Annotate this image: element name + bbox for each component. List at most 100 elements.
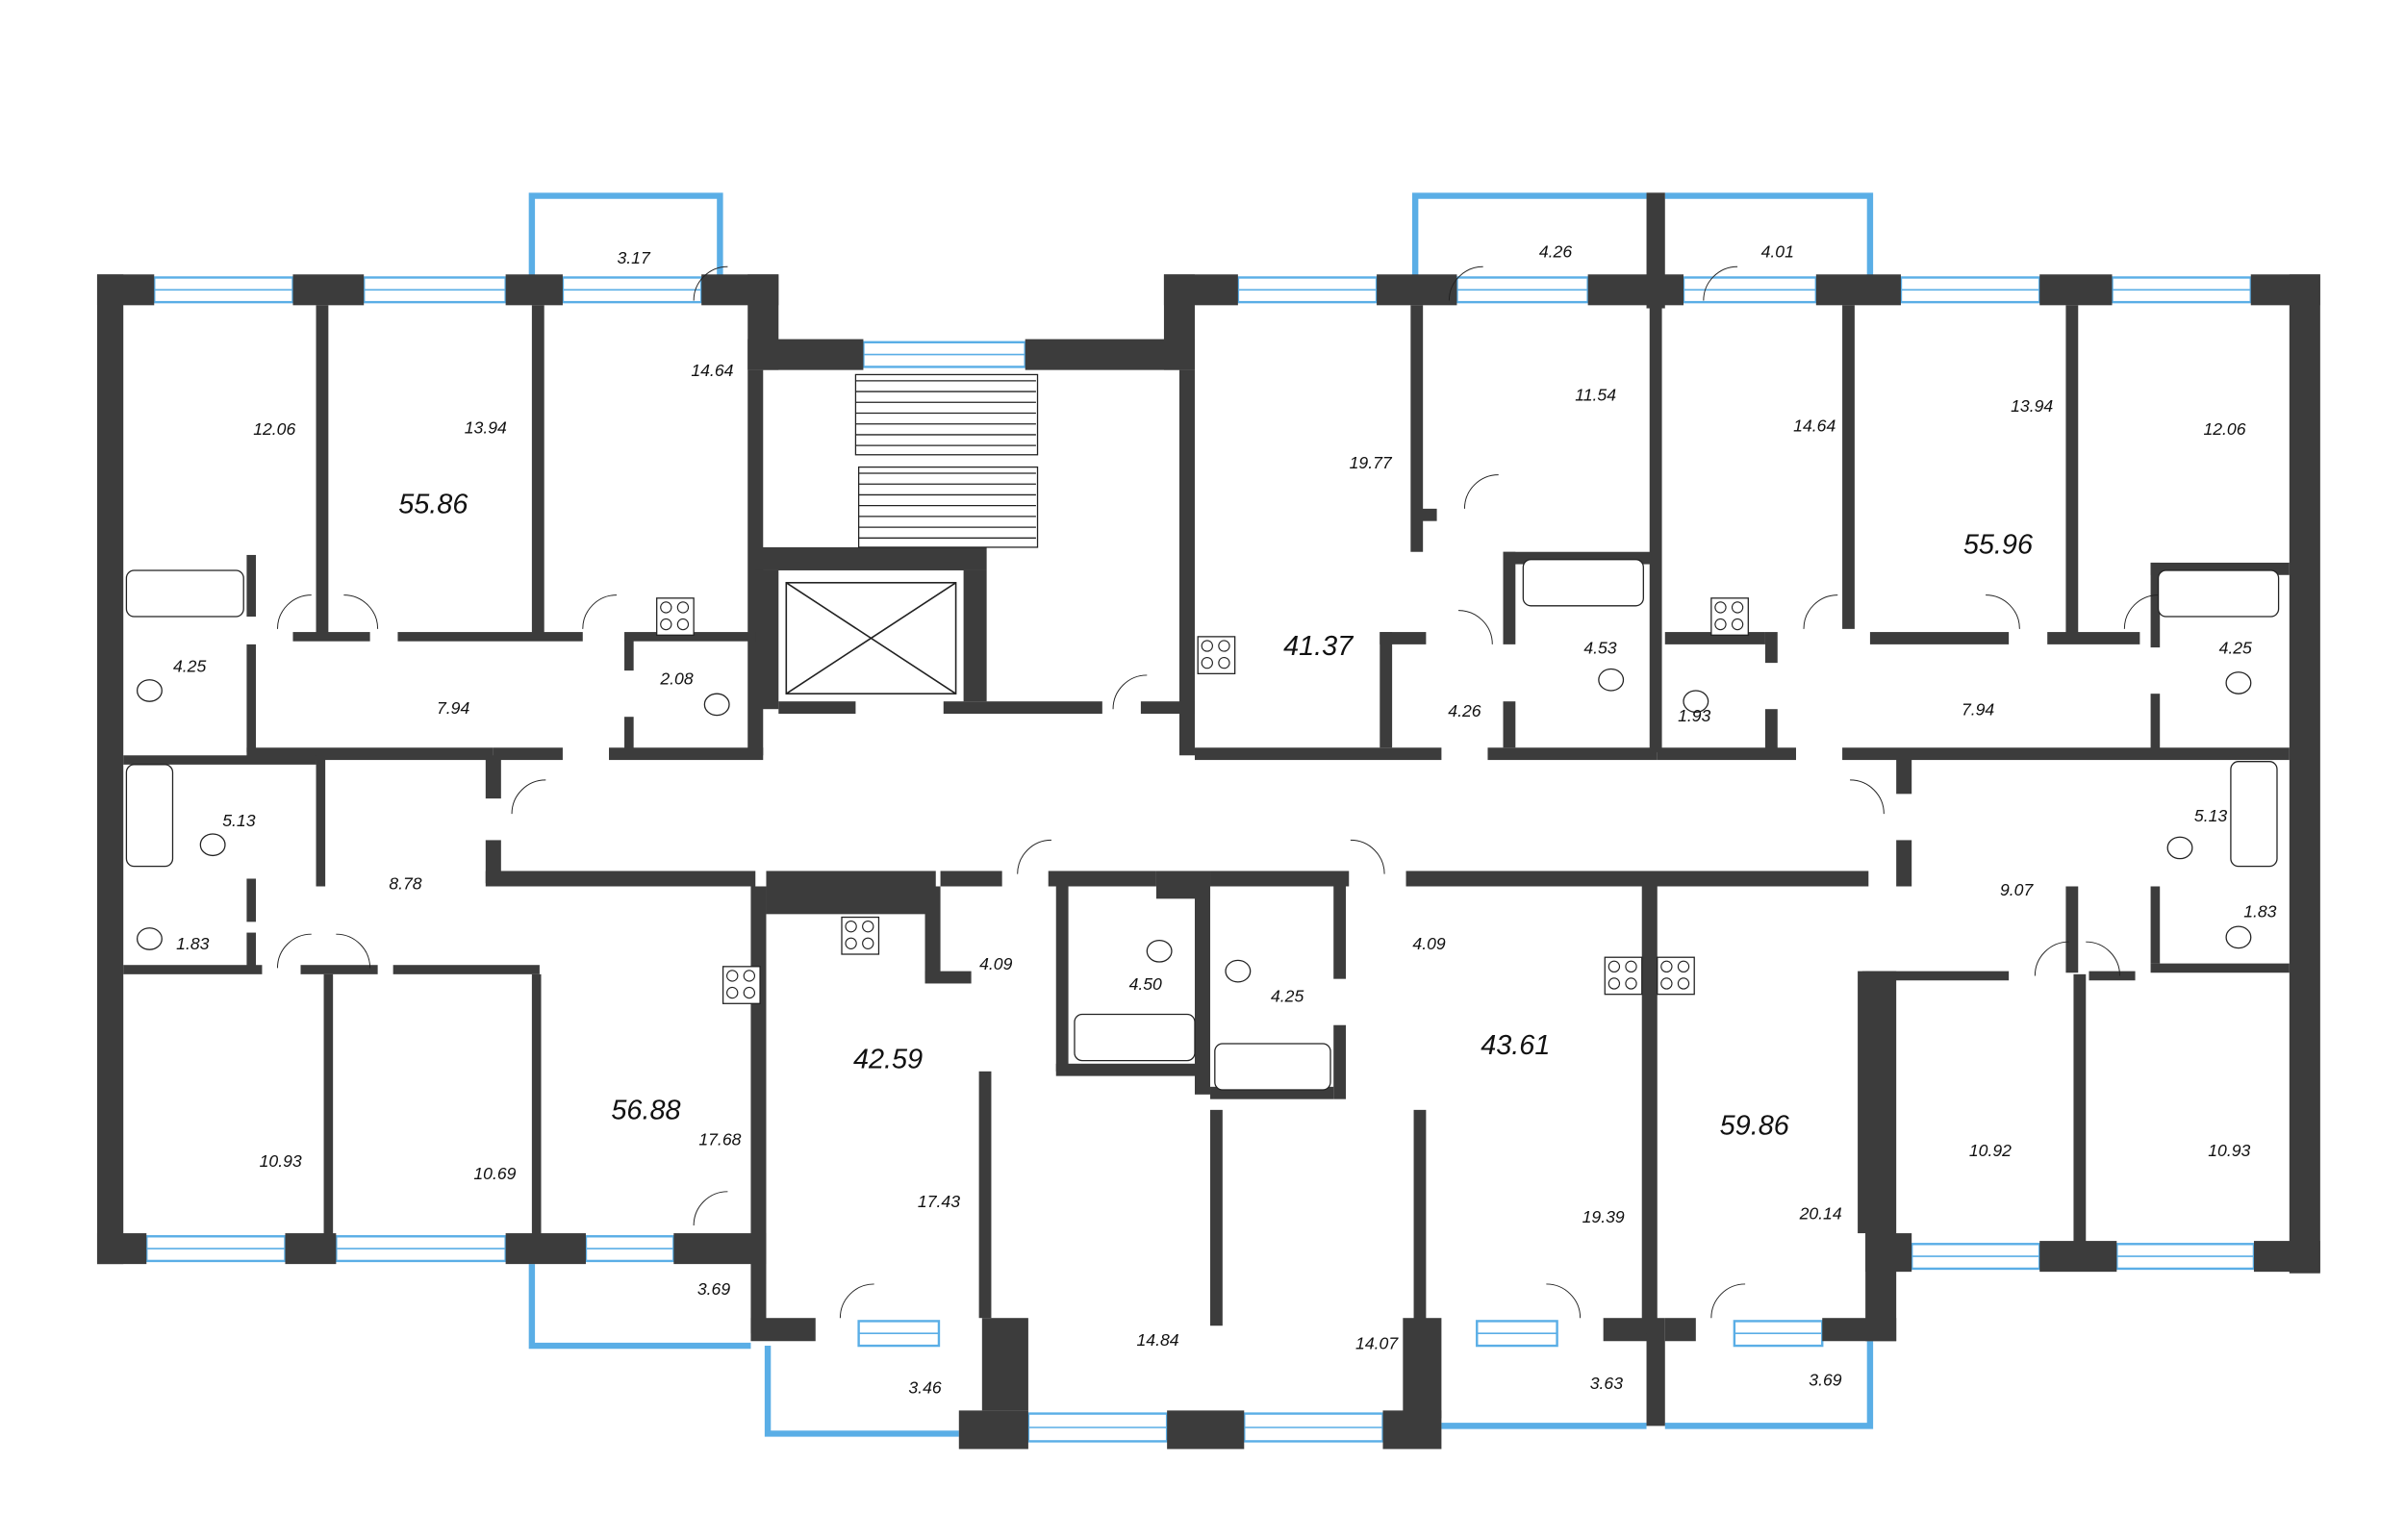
wall: [2065, 886, 2079, 973]
wall: [1646, 1318, 1665, 1426]
door-swing: [693, 265, 728, 301]
wall: [750, 1318, 816, 1342]
wall: [285, 1233, 337, 1265]
wall: [1178, 369, 1195, 756]
wall: [2089, 971, 2136, 981]
door-swing: [1546, 1283, 1582, 1319]
burner: [676, 601, 690, 614]
wall: [1646, 192, 1665, 309]
wall: [1167, 1410, 1245, 1450]
room-area: 1.83: [2243, 902, 2276, 921]
toilet-icon: [703, 693, 730, 717]
door-swing: [1703, 265, 1738, 301]
wall: [1055, 886, 1069, 1072]
room-area: 11.54: [1575, 386, 1616, 405]
door-swing: [511, 779, 546, 815]
wall: [1380, 632, 1393, 748]
wall: [1194, 886, 1211, 1095]
door-swing: [1458, 610, 1493, 644]
wall: [531, 973, 542, 1237]
wall: [1333, 886, 1347, 979]
room-area: 2.08: [659, 669, 693, 689]
apartment-area: 55.96: [1963, 529, 2034, 560]
burner: [1677, 960, 1690, 972]
burner: [1218, 656, 1230, 669]
wall: [397, 632, 583, 642]
toilet-icon: [1598, 668, 1625, 692]
room-area: 7.94: [1962, 700, 1994, 720]
burner: [1625, 960, 1637, 972]
elevator-shaft: [785, 581, 957, 694]
wall: [1048, 871, 1156, 887]
wall: [755, 546, 987, 570]
wall: [1503, 551, 1516, 644]
wall: [958, 1410, 1028, 1450]
wall: [1055, 1063, 1199, 1076]
wall: [1503, 701, 1516, 748]
wall: [1815, 274, 1901, 306]
burner: [1201, 656, 1213, 669]
room-area: 3.46: [908, 1378, 941, 1398]
wall: [750, 886, 767, 1334]
wall: [1487, 747, 1658, 761]
door-swing: [2123, 594, 2159, 629]
wall: [1869, 632, 2010, 644]
wall: [1861, 971, 2010, 981]
wall: [940, 871, 1002, 887]
labels: 55.86 56.88 42.59 41.37 43.61 59.86 55.9…: [173, 242, 2277, 1398]
wall: [1842, 747, 2290, 761]
burner: [862, 920, 874, 933]
apartment-area: 56.88: [611, 1095, 680, 1125]
wall: [943, 701, 1102, 715]
burner: [1731, 601, 1744, 614]
burner: [1714, 618, 1727, 631]
wall: [2047, 632, 2140, 644]
burner: [1660, 960, 1673, 972]
burner: [1731, 618, 1744, 631]
room-area: 4.26: [1448, 701, 1481, 720]
wall: [1163, 274, 1238, 306]
walls: [96, 192, 2320, 1450]
bathtub-icon: [2157, 569, 2280, 618]
room-area: 4.09: [979, 954, 1012, 973]
wall: [493, 747, 563, 761]
wall: [300, 965, 378, 974]
wall: [1377, 274, 1457, 306]
wall: [246, 878, 257, 922]
toilet-icon: [199, 833, 226, 857]
room-area: 14.64: [691, 361, 733, 380]
toilet-icon: [1683, 690, 1709, 714]
wall: [316, 755, 326, 887]
balcony-rail: [764, 1346, 959, 1437]
wall: [1641, 886, 1658, 1334]
toilet-icon: [136, 679, 163, 702]
room-area: 9.07: [2000, 880, 2034, 899]
wall: [2150, 963, 2290, 973]
wall: [531, 305, 544, 637]
wall: [323, 973, 334, 1237]
room-area: 5.13: [222, 811, 255, 830]
door-swing: [1112, 674, 1148, 710]
burner: [743, 970, 756, 982]
burner: [1608, 977, 1621, 990]
wall: [2039, 1241, 2117, 1273]
bathtub-icon: [1214, 1043, 1331, 1091]
wall: [1410, 305, 1424, 552]
burner: [1677, 977, 1690, 990]
fixtures: [125, 265, 2280, 1319]
burner: [1660, 977, 1673, 990]
burner: [1625, 977, 1637, 990]
wall: [1413, 1109, 1427, 1326]
bathtub-icon: [125, 569, 244, 618]
wall: [2150, 694, 2161, 756]
wall: [505, 274, 563, 306]
balcony-rail: [1664, 192, 1874, 278]
room-area: 13.94: [2011, 396, 2053, 416]
wall: [778, 701, 856, 715]
wall: [392, 965, 540, 974]
door-swing: [1710, 1283, 1746, 1319]
balcony-rail: [1411, 192, 1647, 278]
wall: [246, 932, 257, 972]
wall: [609, 747, 764, 761]
room-area: 3.17: [618, 248, 651, 267]
